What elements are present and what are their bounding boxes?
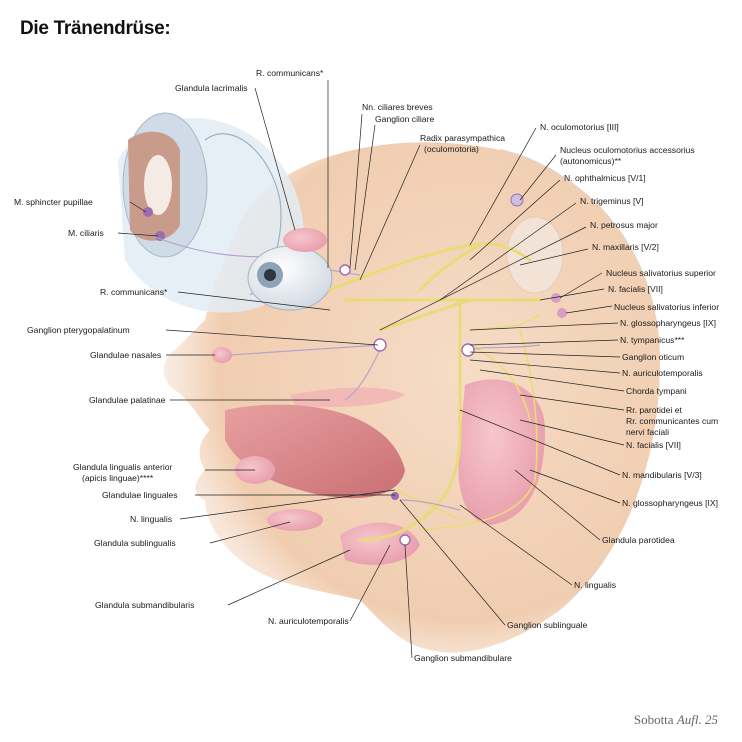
glands [212, 216, 564, 565]
parotid-gland [458, 379, 545, 525]
label-chorda-tympani: Chorda tympani [626, 386, 687, 396]
label-ganglion-submandibulare: Ganglion submandibulare [414, 653, 512, 663]
label-nucleus-salivatorius-inferior: Nucleus salivatorius inferior [614, 302, 719, 312]
ganglion-oticum [461, 343, 475, 357]
label-n-mandibularis: N. mandibularis [V/3] [622, 470, 702, 480]
ganglia [339, 193, 567, 546]
label-n-facialis-top: N. facialis [VII] [608, 284, 663, 294]
page-title: Die Tränendrüse: [20, 18, 171, 39]
ganglion-ciliare [339, 264, 351, 276]
ganglion-sublinguale [391, 492, 399, 500]
label-radix-parasympathica-1: Radix parasympathica [420, 133, 505, 143]
leader-lines [117, 80, 625, 659]
label-glandula-sublingualis: Glandula sublingualis [94, 538, 176, 548]
label-n-petrosus-major: N. petrosus major [590, 220, 658, 230]
nasal-gland [212, 347, 232, 363]
label-m-sphincter-pupillae: M. sphincter pupillae [14, 197, 93, 207]
label-ganglion-sublinguale: Ganglion sublinguale [507, 620, 587, 630]
label-rr-parotidei-2: Rr. communicantes cum [626, 416, 718, 426]
label-glandula-lingualis-anterior-2: (apicis linguae)**** [82, 473, 154, 483]
label-n-maxillaris: N. maxillaris [V/2] [592, 242, 659, 252]
label-glandula-parotidea: Glandula parotidea [602, 535, 675, 545]
nucleus-salivatorius-inferior [557, 308, 567, 318]
eyeball [247, 245, 333, 311]
label-nucleus-oculomotorius-1: Nucleus oculomotorius accessorius [560, 145, 695, 155]
label-glandula-submandibularis: Glandula submandibularis [95, 600, 194, 610]
label-glandula-lingualis-anterior-1: Glandula lingualis anterior [73, 462, 173, 472]
label-nucleus-oculomotorius-2: (autonomicus)** [560, 156, 622, 166]
label-r-communicans-top: R. communicans* [256, 68, 324, 78]
label-ganglion-ciliare: Ganglion ciliare [375, 114, 434, 124]
label-radix-parasympathica-2: (oculomotoria) [424, 144, 479, 154]
label-n-glossopharyngeus-top: N. glossopharyngeus [IX] [620, 318, 716, 328]
labels: R. communicans* Glandula lacrimalis Nn. … [14, 68, 719, 663]
ear [506, 216, 564, 294]
palate [290, 387, 405, 407]
sublingual-gland [267, 509, 323, 531]
label-n-lingualis-right: N. lingualis [574, 580, 616, 590]
credit-brand: Sobotta [633, 712, 674, 727]
ganglion-submandibulare [399, 534, 411, 546]
nucleus-salivatorius-superior [551, 293, 561, 303]
label-m-ciliaris: M. ciliaris [68, 228, 104, 238]
label-glandulae-palatinae: Glandulae palatinae [89, 395, 166, 405]
label-n-auriculotemporalis-bottom: N. auriculotemporalis [268, 616, 349, 626]
lacrimal-gland [283, 228, 327, 252]
label-n-facialis-bottom: N. facialis [VII] [626, 440, 681, 450]
parasympathetic-fibers [229, 269, 541, 511]
label-n-glossopharyngeus-bottom: N. glossopharyngeus [IX] [622, 498, 718, 508]
label-n-ophthalmicus: N. ophthalmicus [V/1] [564, 173, 646, 183]
label-ganglion-oticum: Ganglion oticum [622, 352, 684, 362]
label-nn-ciliares-breves: Nn. ciliares breves [362, 102, 433, 112]
label-glandulae-linguales: Glandulae linguales [102, 490, 178, 500]
label-n-oculomotorius: N. oculomotorius [III] [540, 122, 619, 132]
label-n-tympanicus: N. tympanicus*** [620, 335, 685, 345]
label-nucleus-salivatorius-superior: Nucleus salivatorius superior [606, 268, 716, 278]
label-glandula-lacrimalis: Glandula lacrimalis [175, 83, 248, 93]
credit-edition: Aufl. 25 [676, 712, 718, 727]
source-credit: Sobotta Aufl. 25 [634, 712, 718, 728]
label-n-auriculotemporalis-right: N. auriculotemporalis [622, 368, 703, 378]
label-ganglion-pterygopalatinum: Ganglion pterygopalatinum [27, 325, 130, 335]
nucleus-oculomotorius [510, 193, 524, 207]
label-n-trigeminus: N. trigeminus [V] [580, 196, 644, 206]
label-glandulae-nasales: Glandulae nasales [90, 350, 161, 360]
label-n-lingualis-left: N. lingualis [130, 514, 172, 524]
label-rr-parotidei-1: Rr. parotidei et [626, 405, 683, 415]
label-rr-parotidei-3: nervi faciali [626, 427, 669, 437]
label-r-communicans-left: R. communicans* [100, 287, 168, 297]
